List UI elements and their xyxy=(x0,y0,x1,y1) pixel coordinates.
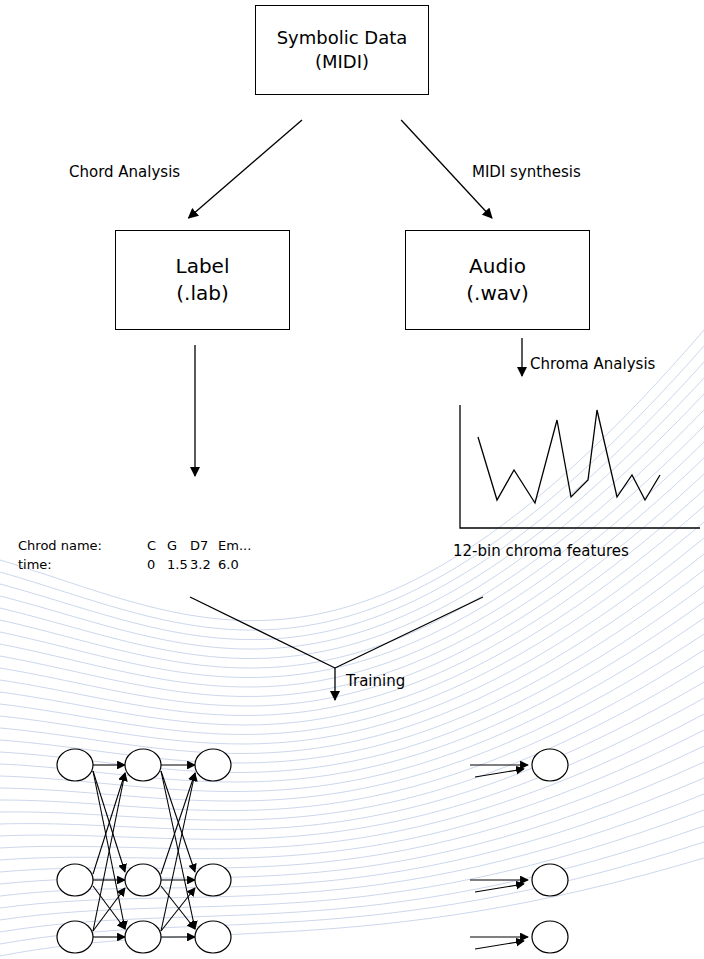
table-cell: 3.2 xyxy=(190,557,211,573)
wave-line xyxy=(0,570,704,763)
network-arrow xyxy=(470,879,528,880)
wave-line xyxy=(0,826,704,932)
process-label: Training xyxy=(346,672,405,690)
wave-line xyxy=(0,602,704,782)
wave-line xyxy=(0,666,704,820)
process-label: Chroma Analysis xyxy=(530,355,655,373)
network-arrow xyxy=(475,941,524,949)
table-cell: time: xyxy=(18,557,52,573)
wave-line xyxy=(0,506,704,725)
wave-line xyxy=(0,394,704,659)
wave-line xyxy=(0,586,704,772)
network-arrow xyxy=(161,773,195,931)
box-label: Symbolic Data (MIDI) xyxy=(267,26,417,75)
network-arrow xyxy=(93,771,125,872)
neuron xyxy=(532,864,568,896)
wave-lines xyxy=(0,330,704,956)
neuron xyxy=(125,749,161,781)
wave-line xyxy=(0,714,704,849)
wave-line xyxy=(0,378,704,649)
neuron xyxy=(57,749,93,781)
wave-line xyxy=(0,490,704,715)
neuron xyxy=(532,749,568,781)
network-arrow xyxy=(161,764,195,765)
network-arrow xyxy=(161,936,195,937)
neuron xyxy=(195,921,231,953)
axis-caption: 12-bin chroma features xyxy=(453,542,629,560)
wave-line xyxy=(0,362,704,640)
network-arrow xyxy=(93,764,125,765)
wave-line xyxy=(0,634,704,801)
edge-label: Chord Analysis xyxy=(67,163,182,181)
leader-arrows xyxy=(190,338,522,700)
neural-networks xyxy=(57,749,568,953)
neuron xyxy=(195,864,231,896)
table-cell: 0 xyxy=(147,557,155,573)
wave-line xyxy=(0,538,704,744)
wave-line xyxy=(0,682,704,830)
table-cell: G xyxy=(167,538,177,554)
training-arrow xyxy=(334,668,335,700)
wave-line xyxy=(0,746,704,872)
network-arrow xyxy=(93,773,125,874)
edge-label: MIDI synthesis xyxy=(470,163,583,181)
network-arrow xyxy=(475,884,524,892)
wave-line xyxy=(0,522,704,734)
wave-line xyxy=(0,410,704,668)
network-arrow xyxy=(161,888,195,931)
table-cell: 6.0 xyxy=(218,557,239,573)
chroma-chart xyxy=(460,405,700,528)
process-box: Symbolic Data (MIDI) xyxy=(255,5,429,95)
wave-line xyxy=(0,442,704,687)
network-arrow xyxy=(93,773,125,931)
leader-arrow xyxy=(521,338,522,376)
table-cell: C xyxy=(147,538,156,554)
table-cell: D7 xyxy=(190,538,208,554)
table-cell: 1.5 xyxy=(167,557,188,573)
table-cell: Chrod name: xyxy=(18,538,102,554)
box-label: Audio (.wav) xyxy=(453,253,543,307)
process-box: Label (.lab) xyxy=(115,230,290,330)
wave-line xyxy=(0,730,704,860)
wave-line xyxy=(0,858,704,956)
wave-line xyxy=(0,426,704,678)
network-arrow xyxy=(93,936,125,937)
chroma-line xyxy=(478,410,660,503)
box-label: Label (.lab) xyxy=(158,253,248,307)
neuron xyxy=(57,921,93,953)
network-arrow xyxy=(161,773,195,874)
leader-arrow xyxy=(194,345,195,476)
network-arrow xyxy=(470,936,528,937)
neuron xyxy=(57,864,93,896)
network-arrow xyxy=(161,879,195,880)
neuron xyxy=(195,749,231,781)
merge-line xyxy=(190,597,335,668)
wave-line xyxy=(0,698,704,839)
neuron xyxy=(125,921,161,953)
wave-line xyxy=(0,554,704,753)
neuron xyxy=(125,864,161,896)
wave-line xyxy=(0,842,704,944)
network-arrow xyxy=(475,769,524,777)
merge-line xyxy=(335,597,483,668)
chart-axes xyxy=(460,405,700,528)
network-arrow xyxy=(93,879,125,880)
process-box: Audio (.wav) xyxy=(405,230,590,330)
wave-line xyxy=(0,346,704,630)
neuron xyxy=(532,921,568,953)
wave-line xyxy=(0,778,704,896)
table-cell: Em... xyxy=(218,538,251,554)
network-arrow xyxy=(470,764,528,765)
flow-arrow xyxy=(189,120,302,218)
wave-line xyxy=(0,650,704,811)
network-arrow xyxy=(161,771,195,872)
wave-line xyxy=(0,762,704,884)
network-arrow xyxy=(93,888,125,931)
